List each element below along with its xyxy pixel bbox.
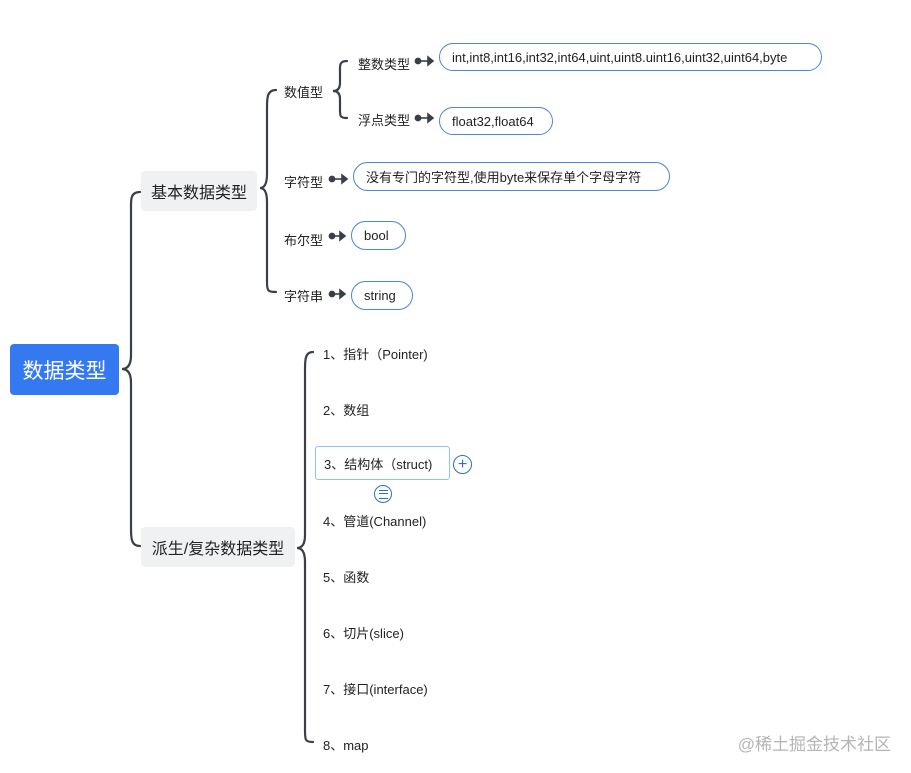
derived-item-function[interactable]: 5、函数 xyxy=(323,570,370,585)
watermark: @稀土掘金技术社区 xyxy=(737,735,891,754)
derived-item-pointer[interactable]: 1、指针（Pointer) xyxy=(323,347,428,362)
derived-item-slice[interactable]: 6、切片(slice) xyxy=(323,626,404,641)
char-type-value[interactable]: 没有专门的字符型,使用byte来保存单个字母字符 xyxy=(353,162,670,191)
float-type-label[interactable]: 浮点类型 xyxy=(358,113,411,128)
derived-item-struct[interactable]: 3、结构体（struct) xyxy=(324,456,433,472)
numeric-bracket xyxy=(332,59,349,120)
note-icon[interactable] xyxy=(374,485,392,503)
numeric-type-label[interactable]: 数值型 xyxy=(284,85,324,100)
derived-item-interface[interactable]: 7、接口(interface) xyxy=(323,682,428,697)
derived-types-node[interactable]: 派生/复杂数据类型 xyxy=(141,527,295,567)
derived-item-channel[interactable]: 4、管道(Channel) xyxy=(323,514,427,529)
derived-item-map[interactable]: 8、map xyxy=(323,738,369,753)
derived-item-struct-selected[interactable]: 3、结构体（struct) xyxy=(315,446,450,480)
integer-type-label[interactable]: 整数类型 xyxy=(358,57,411,72)
string-type-label[interactable]: 字符串 xyxy=(284,289,324,304)
derived-bracket xyxy=(296,350,315,744)
bool-type-value[interactable]: bool xyxy=(351,221,406,250)
string-type-value[interactable]: string xyxy=(351,281,413,310)
link-arrow-icon xyxy=(328,55,435,300)
basic-bracket xyxy=(259,88,278,294)
char-type-label[interactable]: 字符型 xyxy=(284,175,324,190)
add-node-icon[interactable]: + xyxy=(453,455,472,474)
bool-type-label[interactable]: 布尔型 xyxy=(284,233,324,248)
basic-types-node[interactable]: 基本数据类型 xyxy=(141,171,257,211)
derived-item-array[interactable]: 2、数组 xyxy=(323,403,370,418)
root-node[interactable]: 数据类型 xyxy=(10,344,119,395)
float-types-value[interactable]: float32,float64 xyxy=(439,107,553,135)
integer-types-value[interactable]: int,int8,int16,int32,int64,uint,uint8.ui… xyxy=(439,43,822,71)
root-bracket xyxy=(121,190,142,548)
